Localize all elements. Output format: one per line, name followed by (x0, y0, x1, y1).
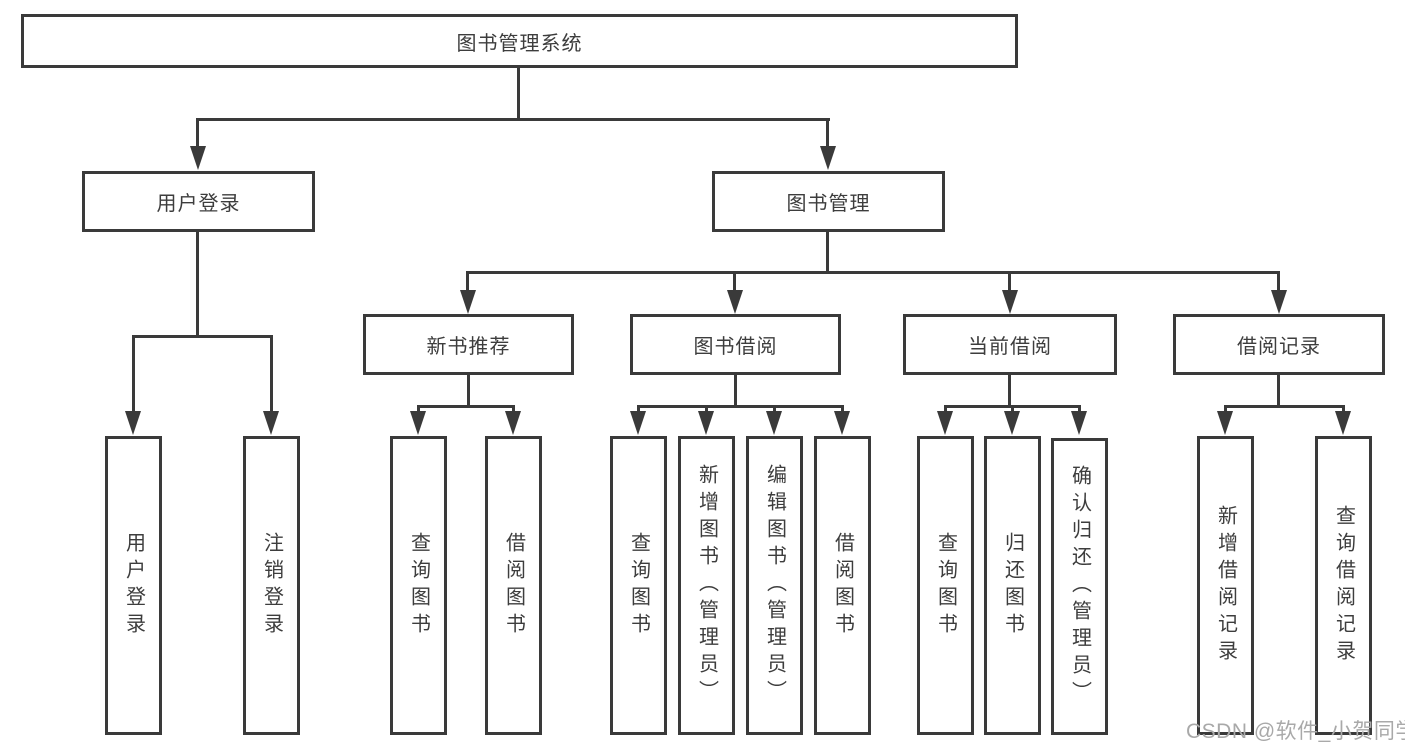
node-user-login: 用户登录 (82, 171, 315, 232)
leaf-label: 借阅图书 (502, 531, 525, 640)
leaf-label: 查询图书 (934, 531, 957, 640)
leaf-label: 新增借阅记录 (1214, 504, 1237, 667)
leaf-label: 新增图书（管理员） (695, 464, 718, 707)
leaf-user-login: 用户登录 (105, 436, 162, 735)
edge-root-bus (196, 118, 830, 121)
arrowhead-leaf-c4 (834, 411, 850, 435)
edge-stem-leaf-e1 (1224, 405, 1227, 414)
arrowhead-leaf-c1 (630, 411, 646, 435)
arrowhead-leaf-a1 (125, 411, 141, 435)
edge-userlogin-bus (132, 335, 273, 338)
edge-stem-leaf-c1 (637, 405, 640, 414)
edge-stem-newbook (466, 271, 469, 293)
leaf-label: 查询借阅记录 (1332, 504, 1355, 667)
arrowhead-book-mgmt (820, 146, 836, 170)
arrowhead-leaf-e2 (1335, 411, 1351, 435)
edge-stem-borrowrecord (1277, 271, 1280, 293)
edge-stem-leaf-b2 (512, 405, 515, 414)
arrowhead-leaf-b1 (410, 411, 426, 435)
node-new-book-recommend: 新书推荐 (363, 314, 574, 375)
leaf-label: 借阅图书 (831, 531, 854, 640)
arrowhead-leaf-c3 (766, 411, 782, 435)
edge-newbook-bus (417, 405, 515, 408)
leaf-query-books-recommend: 查询图书 (390, 436, 447, 735)
edge-currentborrow-trunk (1008, 374, 1011, 407)
edge-stem-leaf-b1 (417, 405, 420, 414)
arrowhead-newbook (460, 290, 476, 314)
csdn-watermark: CSDN @软件_小贺同学 (1186, 720, 1405, 743)
leaf-label: 编辑图书（管理员） (763, 464, 786, 707)
node-current-borrow: 当前借阅 (903, 314, 1117, 375)
leaf-return-books: 归还图书 (984, 436, 1041, 735)
leaf-label: 查询图书 (627, 531, 650, 640)
leaf-add-books-admin: 新增图书（管理员） (678, 436, 735, 735)
edge-bookmgmt-trunk (826, 231, 829, 274)
arrowhead-leaf-a2 (263, 411, 279, 435)
node-root-library-system: 图书管理系统 (21, 14, 1018, 68)
edge-stem-currentborrow (1008, 271, 1011, 293)
arrowhead-borrowrecord (1271, 290, 1287, 314)
edge-bookborrow-bus (637, 405, 844, 408)
edge-stem-leaf-a2 (270, 335, 273, 413)
leaf-label: 用户登录 (122, 531, 145, 640)
arrowhead-bookborrow (727, 290, 743, 314)
node-book-borrow: 图书借阅 (630, 314, 841, 375)
leaf-query-books-borrow: 查询图书 (610, 436, 667, 735)
node-label: 新书推荐 (426, 336, 511, 358)
arrowhead-currentborrow (1002, 290, 1018, 314)
leaf-query-borrow-record: 查询借阅记录 (1315, 436, 1372, 735)
node-label: 借阅记录 (1237, 336, 1321, 358)
arrowhead-leaf-d1 (937, 411, 953, 435)
edge-borrowrecord-bus (1224, 405, 1345, 408)
node-label: 图书管理 (786, 193, 871, 215)
leaf-label: 查询图书 (407, 531, 430, 640)
node-borrow-record: 借阅记录 (1173, 314, 1385, 375)
edge-newbook-trunk (467, 374, 470, 407)
edge-stem-leaf-c2 (705, 405, 708, 414)
edge-bookmgmt-bus (466, 271, 1280, 274)
edge-stem-leaf-d2 (1011, 405, 1014, 414)
edge-stem-bookborrow (733, 271, 736, 293)
arrowhead-leaf-e1 (1217, 411, 1233, 435)
edge-stem-leaf-d3 (1078, 405, 1081, 414)
edge-stem-leaf-e2 (1342, 405, 1345, 414)
node-label: 图书借阅 (693, 336, 778, 358)
edge-stem-leaf-d1 (944, 405, 947, 414)
edge-borrowrecord-trunk (1277, 374, 1280, 407)
leaf-borrow-books-recommend: 借阅图书 (485, 436, 542, 735)
edge-stem-leaf-a1 (132, 335, 135, 413)
leaf-edit-books-admin: 编辑图书（管理员） (746, 436, 803, 735)
edge-userlogin-trunk (196, 231, 199, 337)
edge-bookborrow-trunk (734, 374, 737, 407)
edge-stem-user-login (196, 118, 199, 150)
leaf-confirm-return-admin: 确认归还（管理员） (1051, 438, 1108, 735)
edge-stem-book-mgmt (826, 118, 829, 150)
leaf-label: 注销登录 (260, 531, 283, 640)
leaf-borrow-books: 借阅图书 (814, 436, 871, 735)
leaf-query-books-current: 查询图书 (917, 436, 974, 735)
arrowhead-user-login (190, 146, 206, 170)
edge-stem-leaf-c4 (841, 405, 844, 414)
arrowhead-leaf-d3 (1071, 411, 1087, 435)
arrowhead-leaf-c2 (698, 411, 714, 435)
leaf-add-borrow-record: 新增借阅记录 (1197, 436, 1254, 735)
edge-stem-leaf-c3 (773, 405, 776, 414)
node-label: 图书管理系统 (456, 32, 583, 55)
leaf-logout: 注销登录 (243, 436, 300, 735)
node-book-management: 图书管理 (712, 171, 945, 232)
edge-root-trunk (517, 66, 520, 119)
arrowhead-leaf-d2 (1004, 411, 1020, 435)
node-label: 当前借阅 (968, 336, 1052, 358)
leaf-label: 确认归还（管理员） (1068, 465, 1091, 708)
arrowhead-leaf-b2 (505, 411, 521, 435)
node-label: 用户登录 (156, 193, 241, 215)
leaf-label: 归还图书 (1001, 531, 1024, 640)
